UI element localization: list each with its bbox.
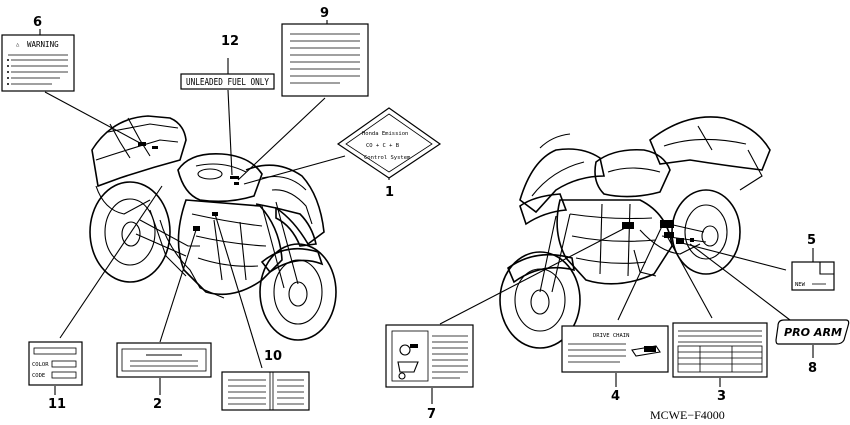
callout-4: 4 <box>611 389 620 404</box>
code-text: CODE <box>32 373 45 379</box>
label-4-drive-chain: DRIVE CHAIN <box>561 325 669 373</box>
emission-mid-text: CO + C + B <box>366 143 400 149</box>
drive-chain-text: DRIVE CHAIN <box>593 333 629 339</box>
label-7-pictogram <box>385 324 474 388</box>
leader-lines <box>44 58 791 369</box>
new-text: NEW <box>795 282 806 288</box>
label-1-emission: Honda Emission CO + C + B Control System <box>336 107 442 179</box>
callout-2: 2 <box>153 397 162 412</box>
warning-text: WARNING <box>27 40 59 49</box>
callout-11: 11 <box>48 397 66 412</box>
pro-arm-text: PRO ARM <box>784 326 842 339</box>
warning-symbol: △ <box>16 42 20 48</box>
callout-9: 9 <box>320 6 329 21</box>
fuel-text: UNLEADED FUEL ONLY <box>186 77 269 88</box>
callout-7: 7 <box>427 407 436 422</box>
motorcycle-left-view <box>89 115 337 341</box>
callout-numbers: 6 9 12 1 5 10 11 2 7 4 3 8 <box>33 6 817 422</box>
label-2-strip <box>116 342 212 378</box>
callout-6: 6 <box>33 15 42 30</box>
figure-code: MCWE−F4000 <box>650 408 725 422</box>
callout-5: 5 <box>807 233 816 248</box>
label-8-pro-arm: PRO ARM <box>775 319 850 345</box>
label-12-fuel: UNLEADED FUEL ONLY <box>180 73 275 90</box>
label-6-warning: △ WARNING <box>1 34 75 92</box>
label-5-new: NEW <box>791 261 835 291</box>
motorcycle-right-view <box>499 116 771 349</box>
callout-3: 3 <box>717 389 726 404</box>
callout-10: 10 <box>264 349 282 364</box>
callout-12: 12 <box>221 34 239 49</box>
label-10-table <box>221 371 310 411</box>
label-3-table <box>672 322 768 378</box>
label-9-info <box>281 23 369 97</box>
callout-connectors <box>39 20 814 404</box>
color-text: COLOR <box>32 362 49 368</box>
callout-8: 8 <box>808 361 817 376</box>
label-11-color-code: COLOR CODE <box>28 341 83 386</box>
emission-bottom-text: Control System <box>364 155 411 161</box>
emission-top-text: Honda Emission <box>362 131 408 137</box>
callout-1: 1 <box>385 185 394 200</box>
